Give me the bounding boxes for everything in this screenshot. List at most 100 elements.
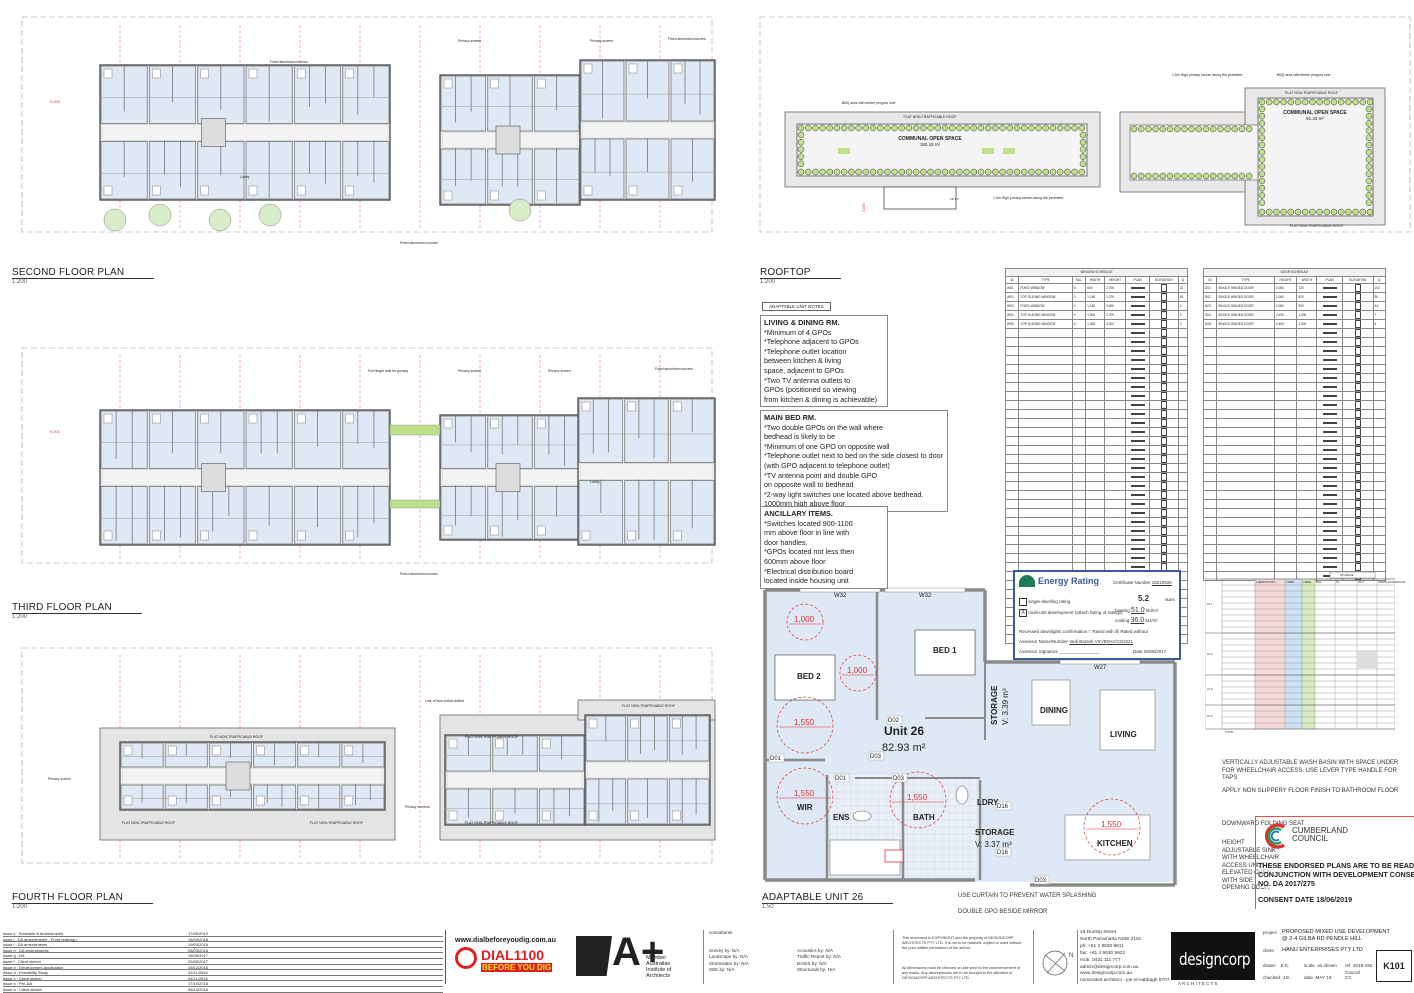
living-notes: LIVING & DINING RM. *Minimum of 4 GPOs*T… <box>760 315 888 408</box>
shrub-icon <box>1195 172 1203 180</box>
annotation: Fixed aluminium louvres <box>655 367 693 371</box>
adaptable-notes-tag: ADAPTABLE UNIT NOTES <box>762 302 831 311</box>
area-table-label: LV 2 <box>1207 652 1213 656</box>
shrub-icon <box>869 168 877 176</box>
table-row <box>1202 481 1386 492</box>
shrub-icon <box>1079 146 1087 153</box>
note-line: *Minimum of 4 GPOs <box>764 327 832 337</box>
plan-symbol-icon <box>1130 521 1145 524</box>
note-line: *2-way light switches one located above … <box>764 489 924 499</box>
elevation-symbol-icon <box>1160 509 1167 518</box>
room-label: Lobby <box>240 175 250 179</box>
shrub-icon <box>1366 98 1374 106</box>
shrub-icon <box>977 168 985 176</box>
plan-symbol-icon <box>1130 476 1145 479</box>
door-tag-box <box>1033 875 1050 885</box>
note-line: mm above floor in line with <box>764 528 850 538</box>
plan-symbol-icon <box>1322 575 1337 578</box>
dimension: 3,000 <box>862 203 866 212</box>
corridor <box>121 767 384 785</box>
elevation-symbol-icon <box>1354 455 1361 464</box>
planter <box>982 148 994 154</box>
turning-circle <box>786 603 824 641</box>
dimension-label: 1,550 <box>907 793 928 802</box>
issue-row: issue j : DA amendments - Front redesign… <box>3 937 443 943</box>
note-gpo-mirror: DOUBLE GPO BESIDE MIRROR <box>958 909 1048 915</box>
table-row <box>1004 463 1189 474</box>
shrub-icon <box>869 124 877 132</box>
turning-circle <box>1083 798 1141 856</box>
stair-core <box>883 186 957 210</box>
turning-circle <box>776 767 834 825</box>
shrub-icon <box>984 124 992 132</box>
shrub-icon <box>970 124 978 132</box>
plan-symbol-icon <box>1322 557 1337 560</box>
elevation-symbol-icon <box>1160 518 1167 527</box>
plan-symbol-icon <box>1130 314 1145 317</box>
shrub-icon <box>1078 168 1086 176</box>
shrub-icon <box>1159 125 1167 133</box>
elevation-symbol-icon <box>1354 437 1361 446</box>
bed-icon <box>448 810 458 821</box>
table-row <box>1202 400 1386 411</box>
bed-icon <box>167 795 177 806</box>
elevation-symbol-icon <box>1160 419 1167 428</box>
plan-symbol-icon <box>1130 431 1145 434</box>
table-row <box>1202 418 1386 429</box>
elevation-symbol-icon <box>1160 293 1167 302</box>
shrub-icon <box>1280 98 1287 106</box>
bed-icon <box>628 63 638 74</box>
room-label: ENS <box>833 813 850 822</box>
bed-icon <box>583 185 593 196</box>
address-line: mob: 0431 111 777 <box>1080 957 1121 963</box>
shrub-icon <box>1323 98 1331 106</box>
bed-icon <box>200 530 209 541</box>
bed-icon <box>673 401 682 412</box>
table-row <box>1004 454 1189 465</box>
shrub-icon <box>819 124 826 132</box>
shrub-icon <box>797 160 805 168</box>
shrub-icon <box>1042 124 1050 132</box>
shrub-icon <box>1013 124 1021 132</box>
shrub-icon <box>1188 172 1195 180</box>
table-row <box>1202 436 1386 447</box>
toilet-icon <box>852 810 872 822</box>
plan-symbol-icon <box>1130 332 1145 335</box>
bed-icon <box>344 795 354 806</box>
shrub-icon <box>1173 172 1181 180</box>
annotation: 1.5m High privacy screen along the perim… <box>993 196 1064 200</box>
elevation-symbol-icon <box>1354 374 1361 383</box>
council-endorsement-stamp: CUMBERLAND COUNCIL THESE ENDORSED PLANS … <box>1255 816 1414 909</box>
tree-icon <box>508 198 532 222</box>
bed-icon <box>103 68 113 79</box>
shrub-icon <box>1352 98 1359 106</box>
table-row <box>1202 427 1386 438</box>
elevation-symbol-icon <box>1160 473 1167 482</box>
plan-symbol-icon <box>1130 422 1145 425</box>
shrub-icon <box>1365 120 1373 127</box>
bed-icon <box>673 530 682 541</box>
shrub-icon <box>1258 170 1266 178</box>
shrub-icon <box>963 124 970 132</box>
plan-symbol-icon <box>1130 557 1145 560</box>
roof-label: FLAT NON-TRAFFICABLE ROOF <box>310 821 363 825</box>
address-line: North Parramatta NSW 2151 <box>1080 936 1142 942</box>
bed-icon <box>537 525 546 536</box>
shrub-icon <box>1294 208 1302 216</box>
plan-symbol-icon <box>1322 476 1337 479</box>
plan-symbol-icon <box>1130 341 1145 344</box>
roof-label: FLAT NON-TRAFFICABLE ROOF <box>1285 91 1338 95</box>
shrub-icon <box>1064 168 1071 176</box>
corridor <box>586 761 709 779</box>
bed-icon <box>537 78 546 89</box>
roof-label: FLAT NON-TRAFFICABLE ROOF <box>465 735 518 739</box>
annotation: Fixed aluminium louvres <box>400 241 438 245</box>
shrub-icon <box>927 124 934 132</box>
shrub-icon <box>1258 199 1266 206</box>
note-line: *Switches located 900-1100 <box>764 518 853 528</box>
